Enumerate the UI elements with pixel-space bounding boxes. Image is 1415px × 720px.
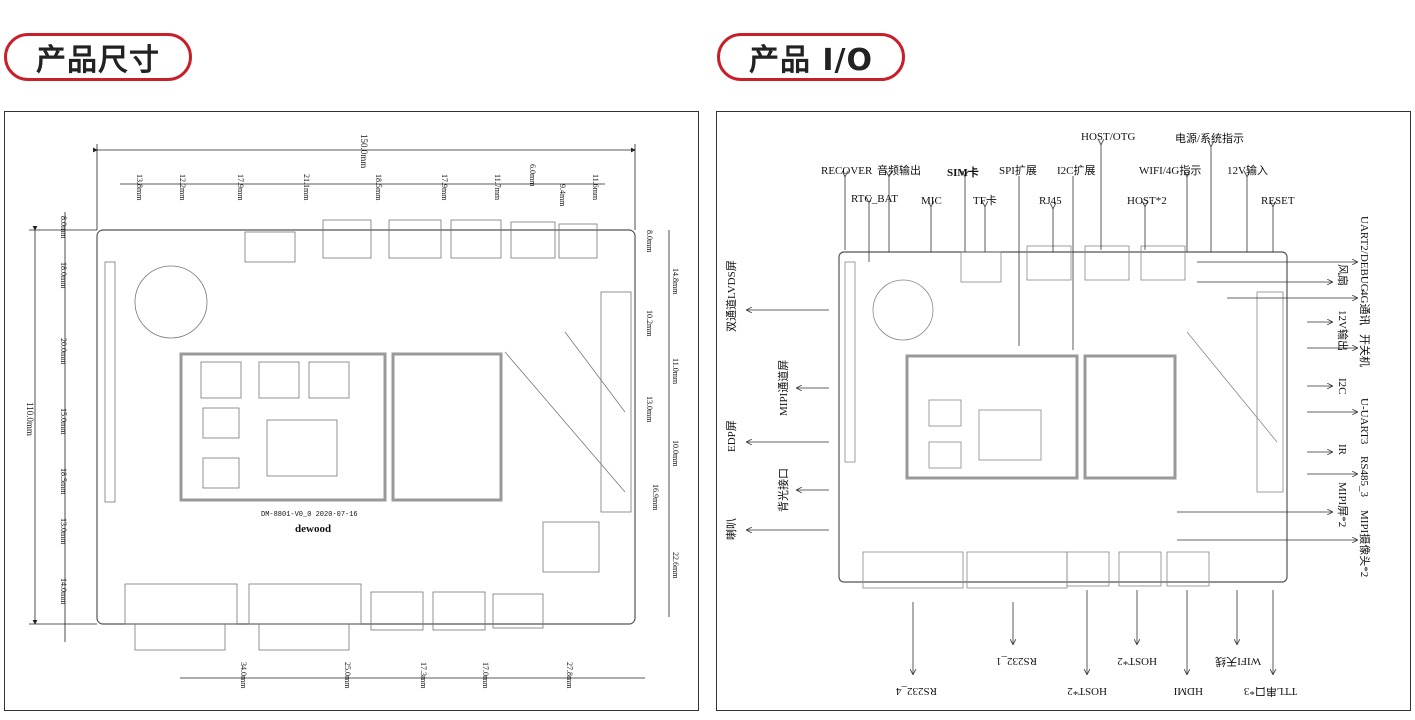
- left-dim-7: 14.0mm: [59, 578, 68, 605]
- right-dim-8: 22.6mm: [671, 552, 680, 579]
- io-drawing: HOST/OTG 电源/系统指示 RECOVER 音频输出 SIM卡 SPI扩展…: [724, 131, 1372, 698]
- label-4g: 4G通讯: [1358, 290, 1371, 325]
- right-dim-2: 14.8mm: [671, 268, 680, 295]
- io-drawing-panel: HOST/OTG 电源/系统指示 RECOVER 音频输出 SIM卡 SPI扩展…: [716, 111, 1411, 711]
- label-ir: IR: [1336, 444, 1348, 456]
- label-wifi-led: WIFI/4G指示: [1139, 163, 1201, 177]
- board-brand: dewood: [295, 523, 331, 535]
- label-tf: TF卡: [973, 194, 997, 207]
- io-board-outline: [838, 251, 1288, 583]
- left-dim-3: 20.0mm: [59, 338, 68, 365]
- label-spi: SPI扩展: [999, 163, 1037, 177]
- board-components: [104, 219, 632, 651]
- dimensions-section-header: 产品尺寸: [4, 33, 192, 81]
- bottom-dim-1: 34.0mm: [239, 662, 248, 689]
- top-dim-7: 11.7mm: [493, 174, 502, 201]
- label-edp: EDP屏: [725, 420, 738, 452]
- label-rs232-4: RS232_4: [896, 685, 937, 697]
- label-host2-b: HOST*2: [1117, 655, 1157, 667]
- label-hdmi: HDMI: [1173, 685, 1203, 697]
- label-mic: MIC: [921, 195, 942, 207]
- label-wifi-antenna: WIFI天线: [1215, 655, 1261, 669]
- right-dim-3: 10.2mm: [645, 310, 654, 337]
- label-rs232-1: RS232_1: [996, 655, 1037, 667]
- label-lvds: 双通道LVDS屏: [724, 260, 738, 332]
- right-dim-1: 8.0mm: [645, 230, 654, 253]
- label-power-status: 电源/系统指示: [1175, 131, 1244, 145]
- dimensions-title: 产品尺寸: [36, 43, 160, 78]
- left-dim-2: 18.0mm: [59, 262, 68, 289]
- label-mipi-cam: MIPI摄像头*2: [1358, 510, 1372, 577]
- board-outline: [96, 229, 636, 625]
- label-ttl: TTL串口*3: [1243, 685, 1297, 698]
- io-title: 产品 I/O: [748, 43, 874, 78]
- label-12v-out: 12V输出: [1336, 310, 1350, 351]
- left-dim-6: 13.0mm: [59, 518, 68, 545]
- label-fan: 风扇: [1336, 264, 1350, 286]
- label-backlight: 背光接口: [776, 468, 790, 512]
- label-audio-out: 音频输出: [877, 163, 921, 177]
- overall-height-label: 110.0mm: [25, 402, 35, 436]
- label-rj45: RJ45: [1039, 195, 1062, 207]
- left-dim-5: 18.5mm: [59, 468, 68, 495]
- top-dim-8: 6.0mm: [528, 164, 537, 187]
- left-dim-1: 8.0mm: [59, 216, 68, 239]
- label-i2c-ext: I2C扩展: [1057, 163, 1096, 177]
- label-mipi-screen: MIPI通道屏: [776, 360, 790, 416]
- dimension-drawing-panel: DM-8801-V0_0 2020-07-16 dewood 150.0mm 1…: [4, 111, 699, 711]
- label-uart2: UART2/DEBUG: [1358, 216, 1370, 292]
- label-mipi-lcd: MIPI屏*2: [1336, 482, 1349, 527]
- label-12v-in: 12V输入: [1227, 163, 1268, 177]
- bottom-dim-3: 17.3mm: [419, 662, 428, 689]
- label-host-otg: HOST/OTG: [1081, 131, 1135, 143]
- top-dim-1: 13.8mm: [135, 174, 144, 201]
- label-sim: SIM卡: [947, 165, 979, 179]
- label-recover: RECOVER: [821, 165, 873, 177]
- right-dim-7: 16.9mm: [651, 484, 660, 511]
- io-board-components: [844, 245, 1284, 589]
- right-dim-5: 13.0mm: [645, 396, 654, 423]
- top-dim-6: 17.9mm: [440, 174, 449, 201]
- label-power-switch: 开关机: [1358, 334, 1372, 367]
- top-dim-2: 12.2mm: [178, 174, 187, 201]
- label-speaker: 喇叭: [724, 518, 738, 540]
- label-i2c: I2C: [1336, 378, 1348, 395]
- board-date-code: DM-8801-V0_0 2020-07-16: [261, 511, 358, 519]
- label-rtc: RTC_BAT: [851, 193, 898, 205]
- left-dim-4: 15.0mm: [59, 408, 68, 435]
- top-dim-10: 11.6mm: [591, 174, 600, 201]
- io-section-header: 产品 I/O: [717, 33, 905, 81]
- label-host2-a: HOST*2: [1067, 685, 1107, 697]
- top-dim-4: 21.1mm: [302, 174, 311, 201]
- bottom-dim-5: 27.8mm: [565, 662, 574, 689]
- label-rs485: RS485_3: [1358, 456, 1370, 497]
- top-dim-9: 9.4mm: [558, 184, 567, 207]
- label-uart3: U-UART3: [1358, 398, 1370, 445]
- dimension-drawing: DM-8801-V0_0 2020-07-16 dewood 150.0mm 1…: [25, 134, 680, 689]
- top-dim-3: 17.9mm: [236, 174, 245, 201]
- bottom-dim-2: 25.0mm: [343, 662, 352, 689]
- right-dim-6: 10.0mm: [671, 440, 680, 467]
- label-reset: RESET: [1261, 195, 1295, 207]
- right-dim-4: 11.0mm: [671, 358, 680, 385]
- bottom-dim-4: 17.0mm: [481, 662, 490, 689]
- top-dim-5: 18.5mm: [374, 174, 383, 201]
- label-host2: HOST*2: [1127, 195, 1167, 207]
- overall-width-label: 150.0mm: [359, 134, 369, 168]
